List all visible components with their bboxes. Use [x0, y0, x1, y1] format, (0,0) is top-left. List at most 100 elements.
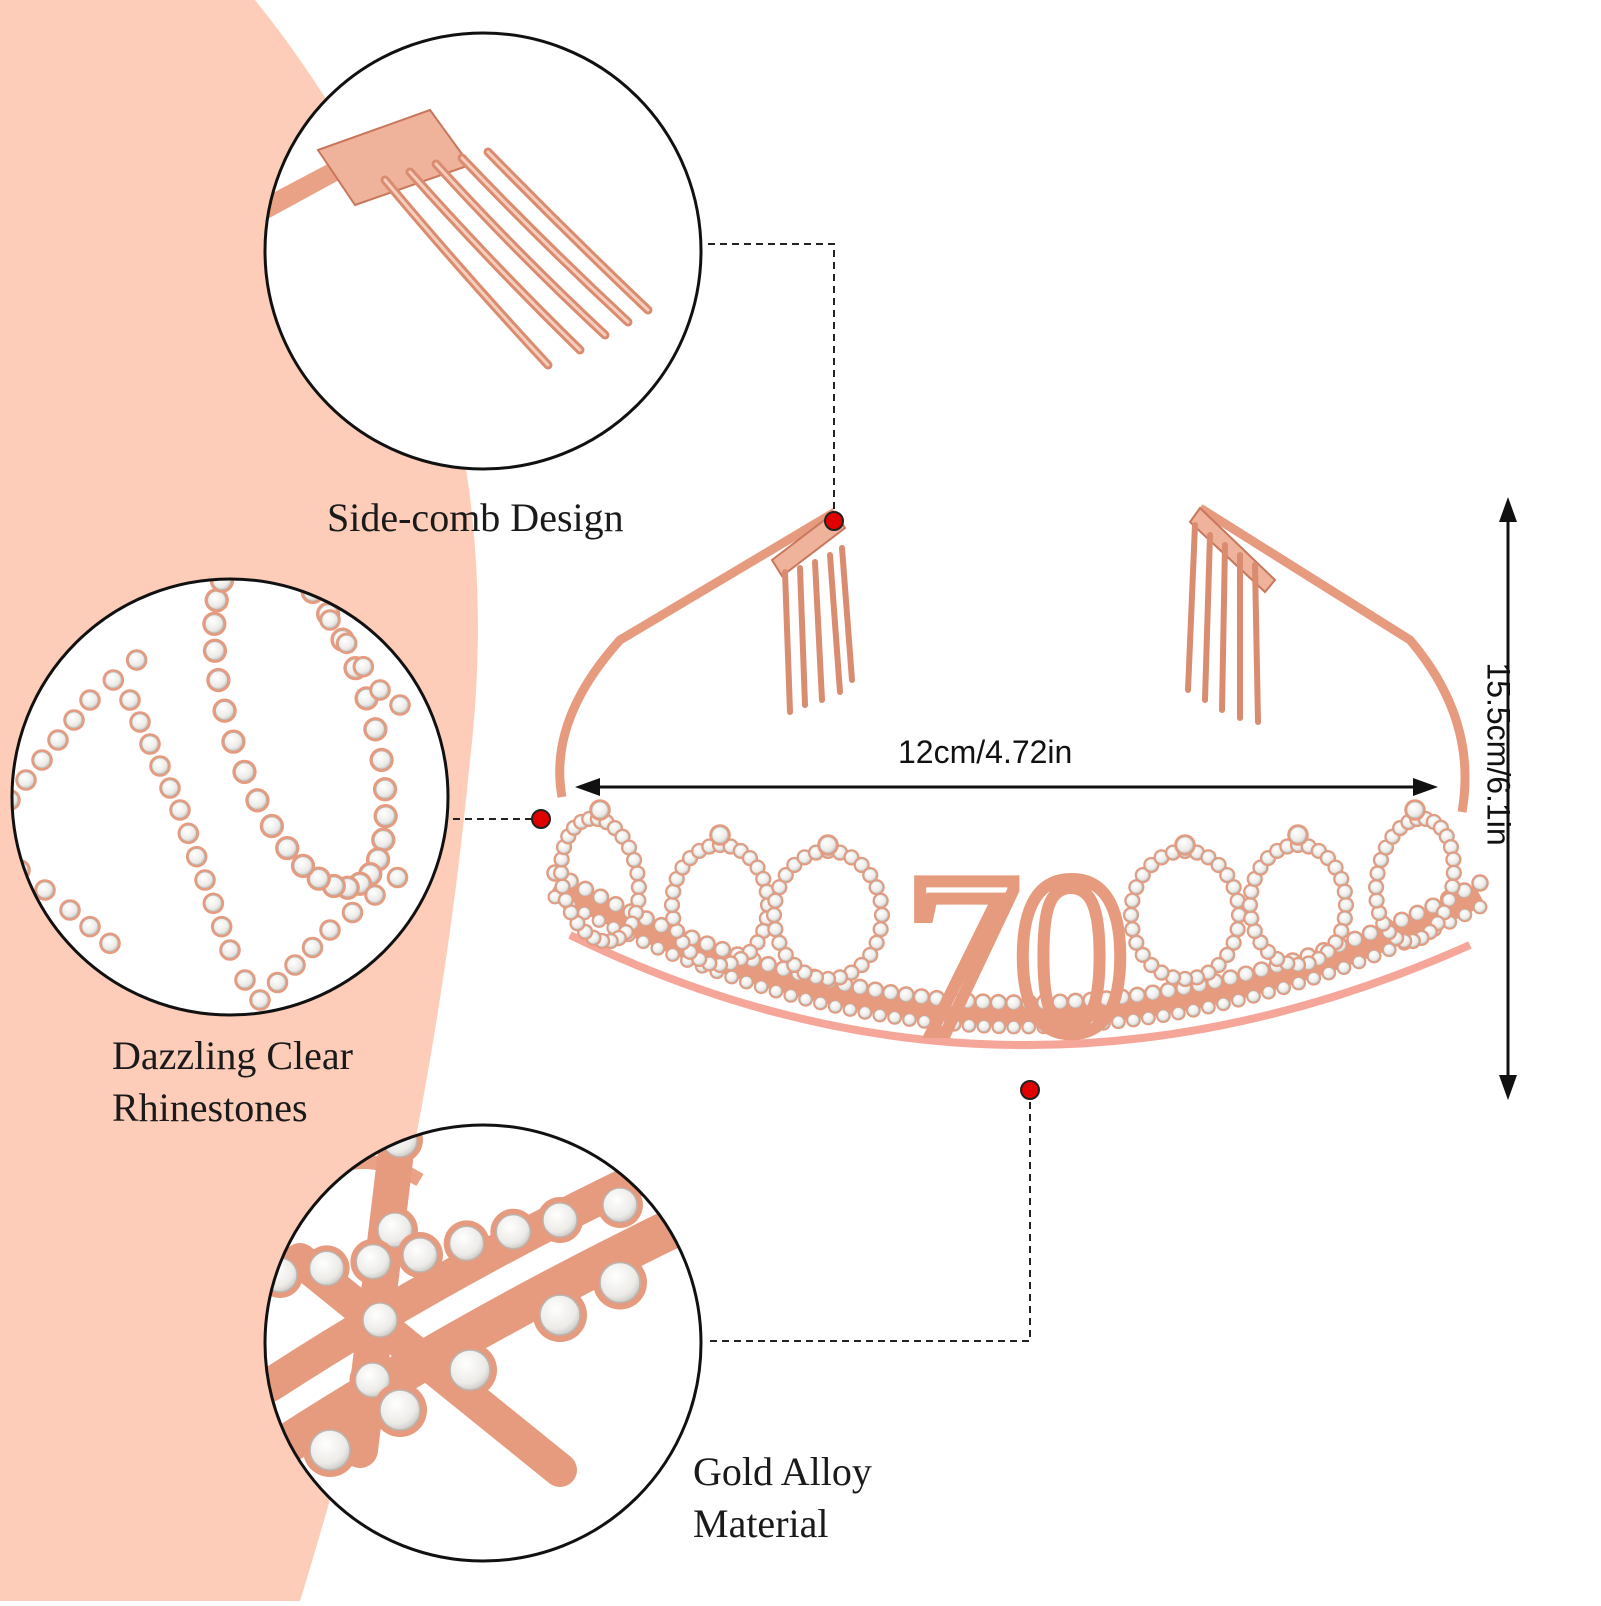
rhinestone	[350, 1238, 397, 1285]
rhinestone	[771, 879, 788, 896]
rhinestone	[783, 987, 799, 1003]
rhinestone	[576, 880, 595, 899]
rhinestone	[79, 689, 101, 711]
rhinestones-label: Dazzling Clear Rhinestones	[112, 1030, 353, 1134]
rhinestone	[139, 733, 161, 755]
rhinestone	[1128, 934, 1145, 951]
rhinestone	[1229, 892, 1246, 909]
rhinestone	[284, 954, 306, 976]
rhinestone	[1442, 838, 1460, 856]
rhinestone	[373, 803, 398, 829]
rhinestone	[873, 906, 891, 924]
rhinestone	[1246, 922, 1263, 940]
rhinestone	[373, 1383, 427, 1437]
rhinestone	[1185, 1002, 1201, 1018]
rhinestone	[1081, 1017, 1096, 1032]
rhinestone	[1066, 1018, 1081, 1033]
rhinestone	[872, 921, 889, 938]
rhinestone	[369, 747, 394, 773]
rhinestone	[897, 986, 915, 1004]
tiara-number: 70	[899, 827, 1135, 1082]
rhinestone	[813, 995, 828, 1011]
rhinestone	[15, 769, 37, 791]
rhinestone	[119, 689, 141, 711]
rhinestone	[1082, 991, 1100, 1010]
rhinestone	[630, 892, 647, 909]
rhinestone	[1200, 999, 1216, 1015]
rhinestone	[713, 940, 732, 959]
rhinestone	[902, 1012, 917, 1027]
rhinestone	[831, 969, 849, 986]
leader-lines	[453, 243, 1031, 1342]
rhinestone	[620, 839, 638, 856]
rhinestone	[194, 869, 216, 891]
rhinestone	[625, 851, 643, 869]
rhinestone	[1051, 1018, 1066, 1034]
rhinestone	[866, 981, 885, 1000]
rhinestone	[753, 979, 769, 995]
rhinestone	[202, 611, 227, 637]
rhinestone	[1113, 988, 1131, 1007]
rhinestone	[872, 892, 889, 909]
rhinestone	[1333, 870, 1350, 888]
callout-dot-alloy	[1020, 1080, 1040, 1100]
rhinestone	[1351, 954, 1367, 970]
rhinestone	[976, 1018, 992, 1034]
callout-dot-stones	[531, 809, 551, 829]
rhinestone	[819, 970, 837, 988]
rhinestone	[1246, 870, 1263, 888]
rhinestone	[1336, 960, 1352, 976]
rhinestone	[881, 984, 900, 1002]
rhinestone	[591, 913, 607, 928]
rhinestone	[1124, 921, 1141, 938]
rhinestone	[1237, 965, 1255, 984]
rhinestone	[1392, 911, 1411, 930]
rhinestone	[1095, 1015, 1111, 1031]
rhinestone	[698, 935, 716, 953]
rhinestone	[1110, 1014, 1126, 1030]
rhinestone	[665, 947, 681, 962]
rhinestone	[219, 939, 241, 961]
rhinestone	[557, 891, 575, 909]
rhinestone	[275, 835, 300, 861]
rhinestone	[177, 822, 200, 845]
rhinestone	[319, 609, 341, 631]
rhinestone	[210, 915, 233, 938]
rhinestone	[1021, 1019, 1037, 1035]
rhinestone	[266, 971, 289, 994]
rhinestone	[245, 788, 270, 813]
rhinestone	[887, 1009, 903, 1025]
rhinestone	[533, 1288, 587, 1342]
rhinestone	[1306, 970, 1322, 986]
rhinestone	[1361, 924, 1380, 943]
rhinestone	[1369, 865, 1386, 882]
rhinestone	[1287, 824, 1309, 846]
rhinestone	[1035, 994, 1054, 1012]
rhinestone	[768, 983, 784, 999]
rhinestone	[709, 824, 731, 846]
rhinestone	[249, 989, 271, 1011]
rhinestone	[771, 934, 788, 951]
rhinestone	[1225, 879, 1242, 896]
rhinestone	[635, 934, 651, 950]
rhinestone	[102, 669, 125, 691]
rhinestone	[1370, 904, 1388, 922]
rhinestone	[562, 904, 580, 921]
rhinestone	[1155, 1008, 1171, 1024]
rhinestone	[554, 878, 571, 895]
rhinestone	[125, 649, 148, 671]
rhinestone	[79, 915, 101, 938]
rhinestones-label-line2: Rhinestones	[112, 1085, 308, 1130]
rhinestone	[1276, 980, 1291, 996]
rhinestone	[1336, 910, 1353, 927]
rhinestone	[149, 755, 171, 777]
rhinestone	[724, 969, 740, 985]
rhinestone	[630, 879, 647, 896]
rhinestone	[862, 866, 879, 884]
rhinestone	[1346, 930, 1364, 949]
rhinestone	[319, 919, 341, 941]
rhinestone	[159, 777, 181, 799]
rhinestone	[1174, 834, 1196, 856]
rhinestone	[777, 946, 794, 964]
